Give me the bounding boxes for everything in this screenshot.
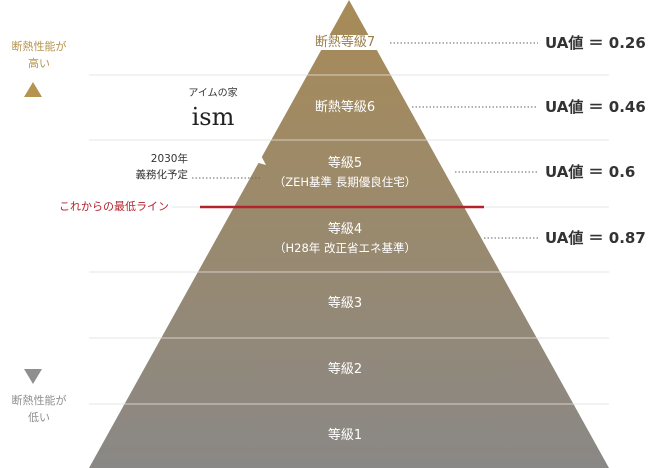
- level-4-sub: （H28年 改正省エネ基準）: [274, 241, 416, 255]
- ism-logo: ism: [191, 103, 235, 131]
- level-5-sub: （ZEH基準 長期優良住宅）: [273, 175, 417, 189]
- level-3-name: 等級3: [327, 296, 363, 311]
- ism-caption: アイムの家: [188, 88, 238, 99]
- plan-year: 2030年: [150, 153, 188, 165]
- level-5: 等級5 （ZEH基準 長期優良住宅）: [235, 154, 455, 192]
- ism-pointer: [255, 150, 266, 165]
- ua-value-4: UA値 ＝ 0.87: [545, 229, 646, 247]
- level-7: 断熱等級7: [235, 33, 455, 52]
- high-label-line1: 断熱性能が: [11, 40, 67, 53]
- high-label-line2: 高い: [28, 57, 50, 70]
- low-label-line2: 低い: [28, 411, 50, 424]
- level-1-name: 等級1: [327, 428, 363, 443]
- ua-value-6: UA値 ＝ 0.46: [545, 98, 646, 116]
- performance-arrow: [24, 82, 42, 384]
- level-3: 等級3: [235, 294, 455, 313]
- level-4: 等級4 （H28年 改正省エネ基準）: [235, 220, 455, 258]
- level-1: 等級1: [235, 426, 455, 445]
- level-6: 断熱等級6: [235, 98, 455, 117]
- level-2: 等級2: [235, 360, 455, 379]
- minimum-line-label: これからの最低ライン: [56, 199, 172, 215]
- level-6-name: 断熱等級6: [314, 100, 376, 115]
- plan-2030: 2030年 義務化予定: [100, 151, 189, 183]
- level-4-name: 等級4: [327, 222, 363, 237]
- ua-value-5: UA値 ＝ 0.6: [545, 163, 636, 181]
- low-label-line1: 断熱性能が: [11, 394, 67, 407]
- level-2-name: 等級2: [327, 362, 363, 377]
- ua-value-7: UA値 ＝ 0.26: [545, 34, 646, 52]
- level-7-name: 断熱等級7: [310, 35, 380, 50]
- ua-leaders: [192, 42, 538, 239]
- level-5-name: 等級5: [327, 156, 363, 171]
- pyramid: [89, 0, 609, 468]
- high-performance-label: 断熱性能が 高い: [0, 38, 78, 72]
- low-performance-label: 断熱性能が 低い: [0, 392, 78, 426]
- plan-text: 義務化予定: [135, 169, 189, 181]
